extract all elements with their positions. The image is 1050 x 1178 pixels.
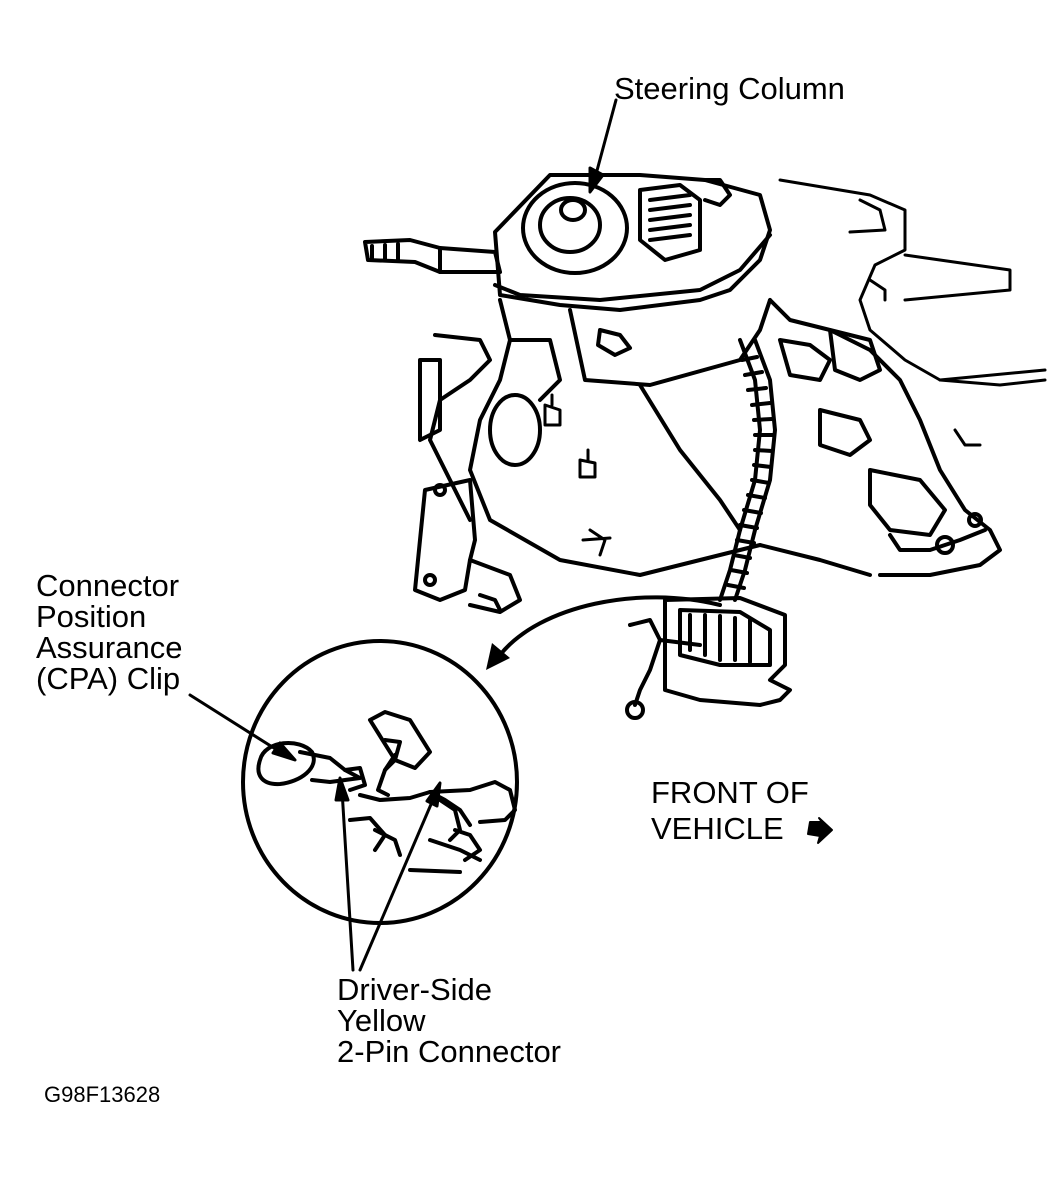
wiring-harness	[718, 338, 777, 602]
front-of-vehicle-label-line-2: VEHICLE	[651, 811, 784, 846]
mounting-bracket	[413, 333, 522, 614]
front-of-vehicle-label-line-1: FRONT OF	[651, 775, 809, 810]
cpa-clip-label-line-4: (CPA) Clip	[36, 661, 181, 696]
figure-id: G98F13628	[44, 1082, 161, 1107]
cpa-clip-label-line-3: Assurance	[36, 630, 183, 665]
connector-label-line-1: Driver-Side	[337, 972, 493, 1007]
column-body	[468, 298, 1002, 577]
cpa-clip-label-line-2: Position	[36, 599, 147, 634]
connector-label-line-3: 2-Pin Connector	[337, 1034, 562, 1069]
steering-column-label: Steering Column	[614, 71, 845, 106]
arrow-right-down-icon	[807, 817, 833, 844]
screws	[543, 393, 612, 557]
turn-signal-stalk	[363, 238, 502, 274]
dashboard-panels	[778, 178, 1047, 447]
column-shroud	[493, 173, 772, 312]
curved-pointer-arrow	[486, 595, 722, 670]
connector-block	[625, 596, 792, 720]
leader-lines	[188, 98, 618, 972]
detail-magnifier	[241, 639, 519, 925]
cpa-clip-label-line-1: Connector	[36, 568, 180, 603]
connector-label-line-2: Yellow	[337, 1003, 426, 1038]
